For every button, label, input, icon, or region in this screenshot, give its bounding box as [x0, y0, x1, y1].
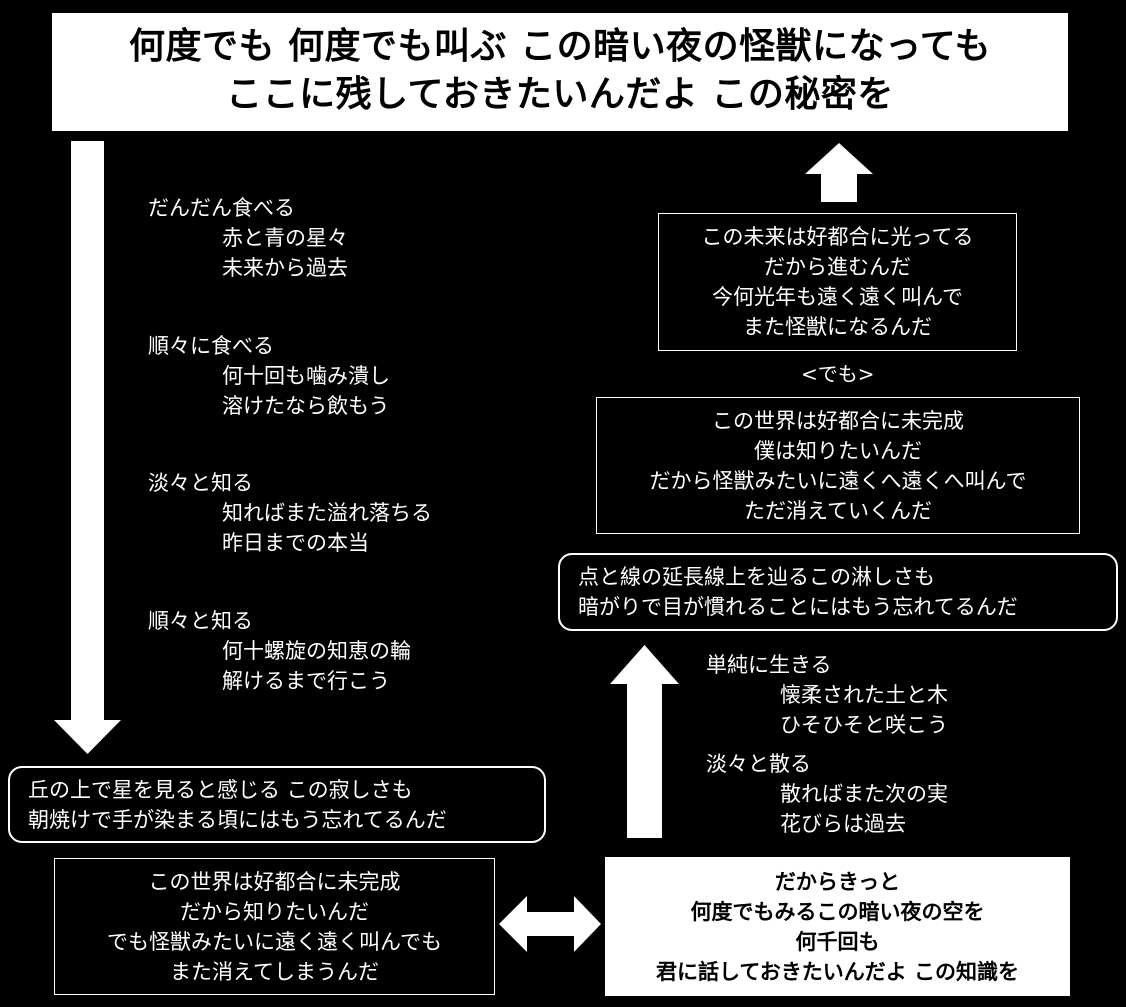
up-arrow-lower: [610, 645, 679, 838]
box-line: だから怪獣みたいに遠くへ遠くへ叫んで: [649, 468, 1027, 493]
box-line: だから知りたいんだ: [180, 899, 369, 924]
bottom-left-box: この世界は好都合に未完成 だから知りたいんだ でも怪獣みたいに遠く遠く叫んでも …: [54, 858, 495, 995]
box-line: この世界は好都合に未完成: [148, 869, 401, 894]
stanza-line: 知ればまた溢れ落ちる: [222, 501, 432, 525]
hill-box: 丘の上で星を見ると感じる この寂しさも 朝焼けで手が染まる頃にはもう忘れてるんだ: [8, 766, 546, 843]
stanza-line: 花びらは過去: [780, 812, 906, 836]
stanza-line: ひそひそと咲こう: [780, 713, 948, 737]
stanza-line: 昨日までの本当: [222, 531, 369, 555]
box-line: 何千回も: [795, 929, 880, 954]
stanza-line: 解けるまで行こう: [222, 669, 390, 693]
left-stanza-4: 順々と知る 何十螺旋の知恵の輪 解けるまで行こう: [148, 606, 411, 696]
bottom-right-box: だからきっと 何度でもみるこの暗い夜の空を 何千回も 君に話しておきたいんだよ …: [605, 857, 1070, 996]
stanza-first-line: 淡々と知る: [148, 471, 253, 495]
hill-box-line-2: 朝焼けで手が染まる頃にはもう忘れてるんだ: [28, 807, 447, 832]
left-stanza-1: だんだん食べる 赤と青の星々 未来から過去: [148, 193, 348, 283]
stanza-first-line: 単純に生きる: [706, 653, 832, 677]
right-stanza-1: 単純に生きる 懐柔された土と木 ひそひそと咲こう: [706, 650, 948, 740]
stanza-line: 未来から過去: [222, 256, 348, 280]
up-arrow-upper: [805, 143, 873, 202]
box-line: だから進むんだ: [764, 255, 911, 279]
box-line: 君に話しておきたいんだよ この知識を: [655, 959, 1020, 984]
stanza-line: 溶けたなら飲もう: [222, 394, 390, 418]
stanza-first-line: だんだん食べる: [148, 196, 295, 220]
box-line: 僕は知りたいんだ: [754, 438, 922, 463]
but-label: <でも>: [801, 362, 875, 386]
left-stanza-3: 淡々と知る 知ればまた溢れ落ちる 昨日までの本当: [148, 468, 432, 558]
box-line: でも怪獣みたいに遠く遠く叫んでも: [107, 929, 442, 954]
stanza-first-line: 順々と知る: [148, 609, 253, 633]
title-line-2: ここに残しておきたいんだよ この秘密を: [226, 74, 894, 115]
dots-box-line-1: 点と線の延長線上を辿るこの淋しさも: [578, 565, 935, 589]
stanza-line: 散ればまた次の実: [780, 782, 948, 806]
dots-box-line-2: 暗がりで目が慣れることにはもう忘れてるんだ: [578, 595, 1018, 619]
stanza-line: 赤と青の星々: [222, 226, 348, 250]
box-line: また怪獣になるんだ: [743, 315, 932, 339]
future-box: この未来は好都合に光ってる だから進むんだ 今何光年も遠く遠く叫んで また怪獣に…: [658, 213, 1017, 351]
box-line: ただ消えていくんだ: [744, 498, 932, 523]
double-arrow: [499, 896, 601, 952]
stanza-line: 懐柔された土と木: [780, 683, 948, 707]
box-line: だからきっと: [774, 869, 901, 894]
left-stanza-2: 順々に食べる 何十回も噛み潰し 溶けたなら飲もう: [148, 331, 390, 421]
box-line: 何度でもみるこの暗い夜の空を: [690, 899, 985, 924]
box-line: この世界は好都合に未完成: [712, 408, 964, 433]
down-arrow: [54, 141, 121, 754]
stanza-first-line: 順々に食べる: [148, 334, 274, 358]
stanza-first-line: 淡々と散る: [706, 752, 811, 776]
right-stanza-2: 淡々と散る 散ればまた次の実 花びらは過去: [706, 749, 948, 839]
box-line: この未来は好都合に光ってる: [701, 225, 974, 249]
title-banner: 何度でも 何度でも叫ぶ この暗い夜の怪獣になっても ここに残しておきたいんだよ …: [52, 13, 1068, 131]
dots-box: 点と線の延長線上を辿るこの淋しさも 暗がりで目が慣れることにはもう忘れてるんだ: [558, 553, 1118, 631]
box-line: 今何光年も遠く遠く叫んで: [712, 285, 963, 309]
hill-box-line-1: 丘の上で星を見ると感じる この寂しさも: [28, 777, 413, 802]
stanza-line: 何十回も噛み潰し: [222, 364, 390, 388]
stanza-line: 何十螺旋の知恵の輪: [222, 639, 411, 663]
box-line: また消えてしまうんだ: [170, 959, 379, 984]
title-line-1: 何度でも 何度でも叫ぶ この暗い夜の怪獣になっても: [129, 26, 991, 67]
world-box: この世界は好都合に未完成 僕は知りたいんだ だから怪獣みたいに遠くへ遠くへ叫んで…: [596, 397, 1080, 534]
